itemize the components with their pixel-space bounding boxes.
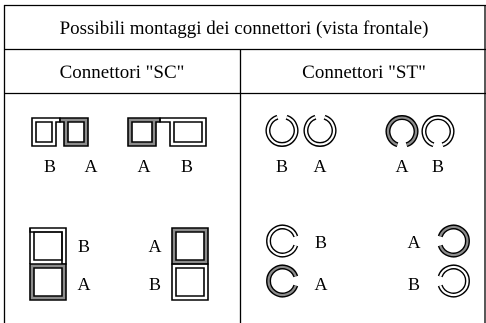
- sc-label-a: A: [78, 274, 91, 294]
- st-label-b: B: [276, 156, 288, 176]
- column-header-sc: Connettori "SC": [60, 62, 185, 83]
- column-header-st: Connettori "ST": [302, 62, 426, 83]
- sc-label-a: A: [85, 156, 98, 176]
- table-title: Possibili montaggi dei connettori (vista…: [60, 18, 429, 39]
- sc-row1-pair-right: A B: [127, 117, 207, 176]
- st-label-a: A: [314, 156, 327, 176]
- st-row1-pair-right: A B: [385, 115, 455, 176]
- st-row2-pair-right: A B: [408, 224, 470, 298]
- st-label-a: A: [396, 156, 409, 176]
- sc-label-b: B: [181, 156, 193, 176]
- sc-label-b: B: [149, 274, 161, 294]
- table-grid: [3, 4, 486, 323]
- st-row1-pair-left: B A: [265, 114, 337, 176]
- sc-row1-pair-left: B A: [31, 117, 98, 176]
- sc-connector-outline: [29, 227, 67, 265]
- st-row2-pair-left: B A: [266, 224, 328, 298]
- sc-connector-outline: [171, 263, 209, 301]
- sc-label-a: A: [149, 236, 162, 256]
- sc-label-b: B: [44, 156, 56, 176]
- sc-row2-pair-right: A B: [149, 227, 209, 301]
- sc-label-a: A: [138, 156, 151, 176]
- st-label-a: A: [408, 232, 421, 252]
- st-label-b: B: [408, 274, 420, 294]
- sc-connector-outline: [159, 117, 207, 147]
- sc-label-b: B: [78, 236, 90, 256]
- st-label-b: B: [315, 232, 327, 252]
- st-label-b: B: [432, 156, 444, 176]
- sc-row2-pair-left: B A: [29, 227, 91, 301]
- st-label-a: A: [315, 274, 328, 294]
